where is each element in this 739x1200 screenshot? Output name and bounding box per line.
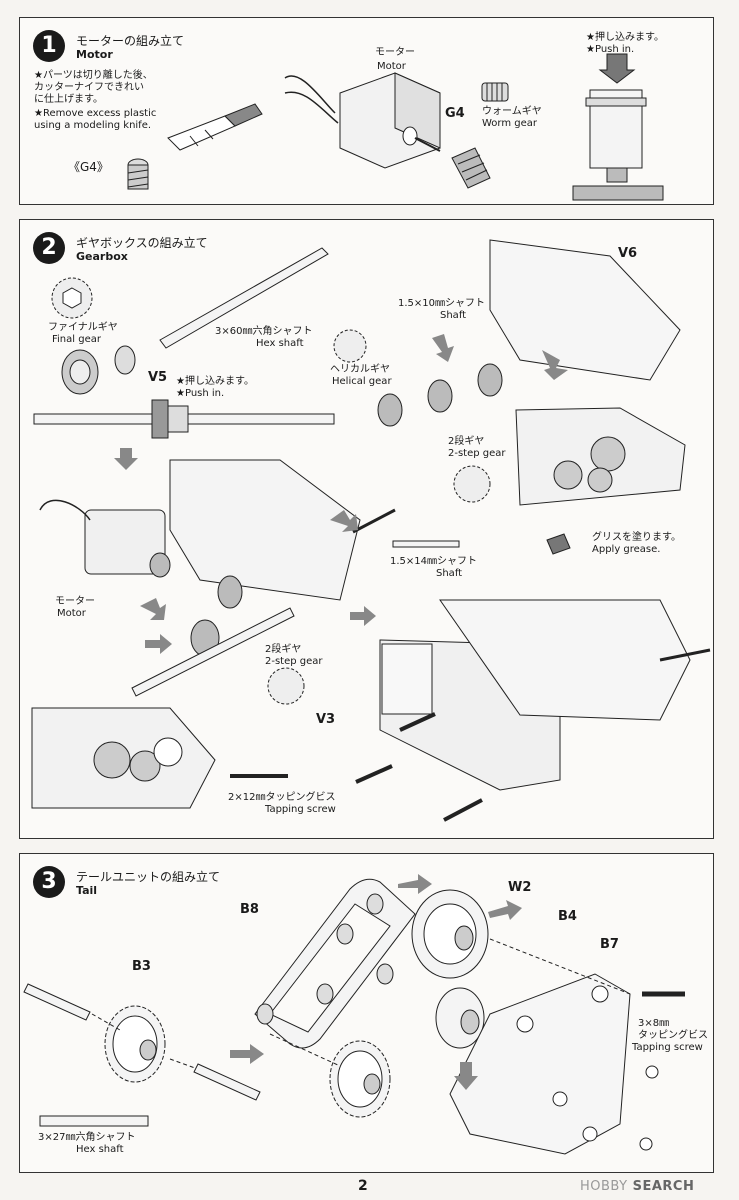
note-jp-line-1: ★パーツは切り離した後、 [34, 70, 153, 81]
final-gear-jp: ファイナルギヤ [48, 322, 118, 333]
step-title-en: Tail [76, 884, 98, 897]
part-v3: V3 [316, 712, 336, 727]
two-step-gear-jp: 2段ギヤ [448, 436, 485, 447]
part-b3: B3 [132, 959, 151, 974]
motor-label-en: Motor [377, 61, 406, 72]
motor-label-en: Motor [57, 608, 86, 619]
step-title-en: Gearbox [76, 250, 128, 263]
page-number: 2 [358, 1178, 368, 1194]
step-number: 1 [33, 30, 65, 62]
push-in-en: ★Push in. [586, 44, 635, 55]
step-number: 3 [33, 866, 65, 898]
two-step-gear-en: 2-step gear [448, 448, 506, 459]
grease-jp: グリスを塗ります。 [592, 532, 681, 543]
shaft-10-en: Shaft [440, 310, 467, 321]
part-g4: G4 [445, 106, 465, 121]
step-title-jp: テールユニットの組み立て [76, 870, 221, 884]
tapping-screw-jp: 2×12㎜タッピングビス [228, 792, 336, 803]
step-2-panel: 2 ギヤボックスの組み立て Gearbox [19, 219, 714, 839]
part-v5: V5 [148, 370, 168, 385]
part-b8: B8 [240, 902, 259, 917]
part-b4: B4 [558, 909, 577, 924]
shaft-14-en: Shaft [436, 568, 463, 579]
note-jp-line-3: に仕上げます。 [34, 94, 103, 105]
hex-shaft-en: Hex shaft [76, 1144, 124, 1155]
note-jp-line-2: カッターナイフできれい [34, 82, 144, 93]
motor-label-jp: モーター [55, 596, 95, 607]
worm-gear-en: Worm gear [482, 118, 538, 129]
helical-gear-en: Helical gear [332, 376, 392, 387]
shaft-10-jp: 1.5×10㎜シャフト [398, 298, 486, 309]
motor-illustration [127, 53, 664, 201]
watermark: HOBBY SEARCH [580, 1179, 694, 1194]
worm-gear-jp: ウォームギヤ [482, 106, 542, 117]
push-in-en: ★Push in. [176, 388, 225, 399]
final-gear-en: Final gear [52, 334, 101, 345]
part-w2: W2 [508, 880, 532, 895]
step-3-panel: 3 テールユニットの組み立て Tail [19, 853, 714, 1173]
push-in-jp: ★押し込みます。 [586, 32, 664, 43]
tapping-screw-jp: タッピングビス [638, 1030, 708, 1041]
helical-gear-jp: ヘリカルギヤ [330, 364, 390, 375]
grease-en: Apply grease. [592, 544, 661, 555]
tapping-screw-en: Tapping screw [265, 804, 336, 815]
note-en-line-1: ★Remove excess plastic [34, 108, 157, 119]
motor-label-jp: モーター [375, 47, 415, 58]
note-en-line-2: using a modeling knife. [34, 120, 152, 131]
hex-shaft-en: Hex shaft [256, 338, 304, 349]
shaft-14-jp: 1.5×14㎜シャフト [390, 556, 478, 567]
part-v6: V6 [618, 246, 638, 261]
step-title-jp: モーターの組み立て [76, 34, 185, 48]
push-in-jp: ★押し込みます。 [176, 376, 254, 387]
tapping-screw-size: 3×8㎜ [638, 1018, 670, 1029]
watermark-rest: SEARCH [632, 1179, 695, 1194]
step-title-en: Motor [76, 48, 113, 61]
two-step-gear-2-en: 2-step gear [265, 656, 323, 667]
two-step-gear-2-jp: 2段ギヤ [265, 644, 302, 655]
watermark-brand: HOBBY [580, 1179, 628, 1194]
hex-shaft-jp: 3×60㎜六角シャフト [215, 326, 313, 337]
part-b7: B7 [600, 937, 619, 952]
part-g4-cutout: 《G4》 [68, 160, 109, 174]
step-number: 2 [33, 232, 65, 264]
gearbox-illustration [31, 239, 711, 822]
step-1-panel: 1 モーターの組み立て Motor [19, 17, 714, 205]
hex-shaft-jp: 3×27㎜六角シャフト [38, 1132, 136, 1143]
tapping-screw-en: Tapping screw [632, 1042, 703, 1053]
tail-illustration [23, 874, 685, 1155]
step-title-jp: ギヤボックスの組み立て [76, 236, 208, 250]
